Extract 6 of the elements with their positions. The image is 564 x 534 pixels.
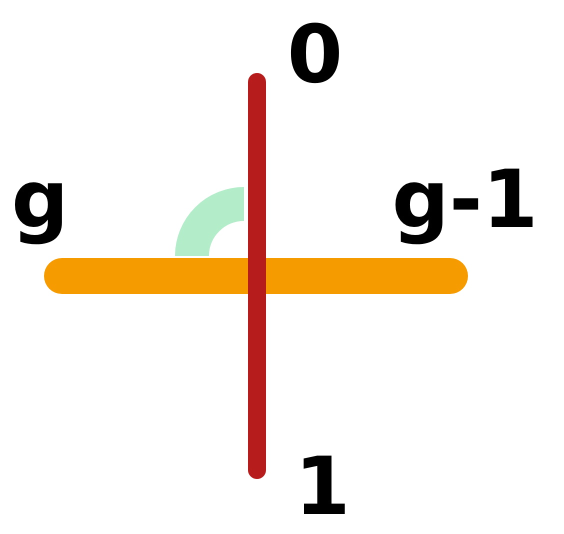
- line-end-label: 1: [285, 440, 360, 534]
- line-end-label: g-1: [385, 150, 545, 250]
- line-end-label: 0: [280, 10, 350, 100]
- line: [44, 258, 468, 294]
- line-end-label: g: [10, 150, 70, 250]
- line: [248, 73, 266, 479]
